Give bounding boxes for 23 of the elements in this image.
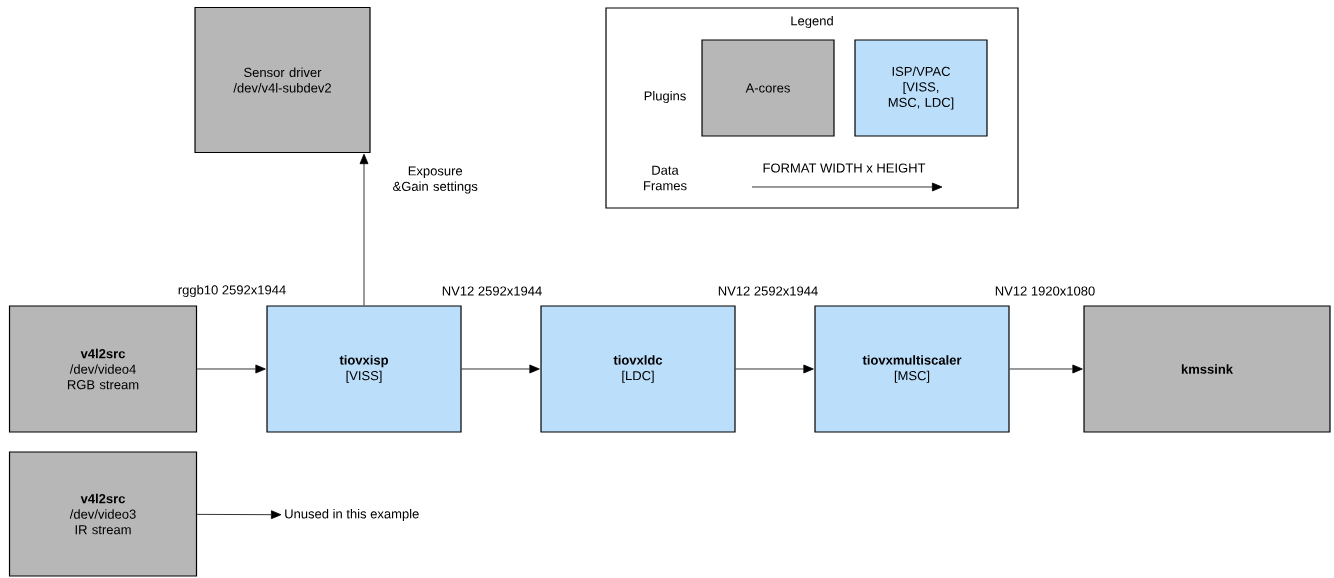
plugin-box: tiovxmultiscaler [MSC] — [814, 305, 1010, 433]
arrow — [735, 364, 814, 374]
note-text: Unused in this example — [285, 508, 419, 522]
legend-label: FORMAT WIDTH x HEIGHT — [763, 163, 926, 173]
arrow — [196, 364, 266, 374]
edge-label: Exposure &Gain settings — [384, 165, 487, 195]
arrow — [359, 153, 369, 306]
format-label: NV12 1920x1080 — [995, 286, 1095, 296]
row-label: Plugins — [644, 90, 686, 104]
format-label: NV12 2592x1944 — [442, 286, 542, 296]
plugin-box: v4l2src /dev/video4 RGB stream — [8, 305, 198, 433]
plugin-box: tiovxisp [VISS] — [266, 305, 462, 433]
arrow — [1009, 364, 1083, 374]
plugin-box: Sensor driver /dev/v4l-subdev2 — [194, 6, 371, 154]
plugin-box: v4l2src /dev/video3 IR stream — [8, 451, 198, 577]
arrow — [196, 510, 282, 520]
plugin-box: kmssink — [1083, 305, 1331, 433]
legend-title: Legend — [791, 15, 833, 29]
format-label: NV12 2592x1944 — [718, 286, 818, 296]
plugin-box: tiovxldc [LDC] — [540, 305, 736, 433]
arrow — [461, 364, 540, 374]
format-label: rggb10 2592x1944 — [178, 284, 286, 298]
row-label: Data Frames — [644, 165, 687, 191]
